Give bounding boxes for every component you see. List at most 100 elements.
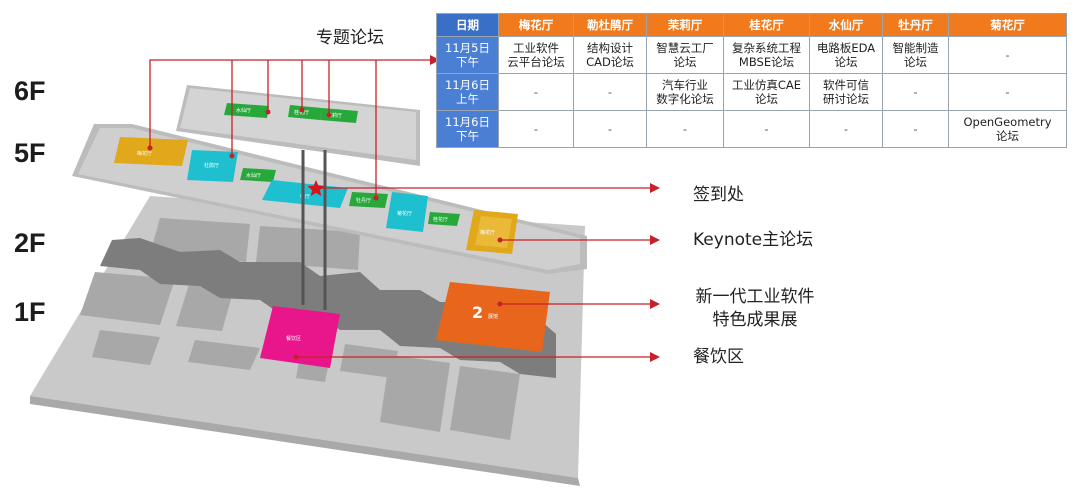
cell-line: 论坛	[996, 129, 1019, 143]
room-mudan	[349, 192, 388, 208]
room-label: 梅花厅	[480, 229, 495, 236]
room-dujuan	[187, 150, 238, 182]
room-label: 茉莉厅	[327, 112, 342, 119]
block	[188, 340, 260, 370]
schedule-cell: -	[498, 73, 574, 111]
floor-label-5f: 5F	[14, 138, 46, 168]
cell-line: MBSE论坛	[738, 55, 795, 69]
dining-area-label: 餐饮区	[286, 335, 301, 342]
connector-lines	[149, 59, 430, 198]
cell-line: 工业软件	[513, 41, 559, 55]
header-hall: 菊花厅	[948, 13, 1067, 37]
block	[340, 344, 398, 378]
date-line: 上午	[456, 92, 479, 106]
expo-label: 新一代工业软件 特色成果展	[693, 286, 817, 332]
cell-line: CAD论坛	[586, 55, 634, 69]
hall-2-number: 2	[472, 303, 483, 322]
block	[80, 272, 175, 325]
schedule-cell: -	[573, 73, 647, 111]
room-guihua	[428, 212, 460, 226]
schedule-cell: -	[723, 110, 810, 148]
schedule-date-cell: 11月5日下午	[436, 36, 499, 74]
checkin-label: 签到处	[693, 185, 744, 205]
date-line: 11月6日	[445, 115, 490, 129]
header-hall: 梅花厅	[498, 13, 574, 37]
schedule-cell: 智慧云工厂论坛	[646, 36, 724, 74]
schedule-cell: 智能制造论坛	[882, 36, 949, 74]
schedule-cell: 汽车行业数字化论坛	[646, 73, 724, 111]
room-juhua	[386, 192, 428, 232]
schedule-cell: -	[882, 110, 949, 148]
forum-schedule-table: 日期 梅花厅 勒杜鹃厅 茉莉厅 桂花厅 水仙厅 牡丹厅 菊花厅 11月5日下午工…	[436, 13, 1067, 148]
cell-line: -	[913, 85, 918, 99]
callout-arrowheads	[293, 183, 660, 362]
cell-line: 结构设计	[587, 41, 633, 55]
cell-line: 复杂系统工程	[732, 41, 801, 55]
special-forums-title: 专题论坛	[316, 28, 384, 48]
cell-line: 汽车行业	[662, 78, 708, 92]
header-hall: 勒杜鹃厅	[573, 13, 647, 37]
schedule-cell: 工业软件云平台论坛	[498, 36, 574, 74]
floor-label-1f: 1F	[14, 297, 46, 327]
cell-line: 研讨论坛	[823, 92, 869, 106]
cell-line: -	[607, 122, 613, 136]
schedule-cell: -	[809, 110, 883, 148]
floor-label-6f: 6F	[14, 76, 46, 106]
cell-line: -	[1005, 48, 1010, 62]
exhibition-hall-2	[436, 282, 550, 352]
cell-line: -	[764, 122, 769, 136]
room-label: 牡丹厅	[356, 197, 371, 204]
room-label: 桂花厅	[294, 109, 309, 116]
main-hall-label: 中厅	[300, 193, 310, 200]
cell-line: 电路板EDA	[816, 41, 876, 55]
cell-line: -	[533, 122, 539, 136]
header-hall: 牡丹厅	[882, 13, 949, 37]
dining-label: 餐饮区	[693, 347, 744, 367]
room-label: 梅花厅	[137, 150, 152, 157]
schedule-date-cell: 11月6日下午	[436, 110, 499, 148]
hall-2-suffix: 展馆	[488, 313, 498, 320]
header-hall: 桂花厅	[723, 13, 810, 37]
floor-1-2-edge	[30, 396, 580, 486]
cell-line: 论坛	[673, 55, 697, 69]
cell-line: 软件可信	[823, 78, 869, 92]
cell-line: 数字化论坛	[656, 92, 714, 106]
cell-line: -	[843, 122, 849, 136]
date-line: 下午	[456, 55, 479, 69]
schedule-cell: -	[646, 110, 724, 148]
callout-arrows	[296, 187, 650, 358]
cell-line: 智能制造	[892, 41, 939, 55]
cell-line: -	[607, 85, 613, 99]
schedule-cell: -	[498, 110, 574, 148]
cell-line: 云平台论坛	[507, 55, 565, 69]
room-meihua	[114, 137, 188, 166]
cell-line: 论坛	[904, 55, 927, 69]
date-line: 11月6日	[445, 78, 490, 92]
date-line: 下午	[456, 129, 479, 143]
corridor	[100, 238, 556, 378]
cell-line: -	[913, 122, 918, 136]
schedule-cell: 软件可信研讨论坛	[809, 73, 883, 111]
cell-line: 智慧云工厂	[656, 41, 714, 55]
cell-line: -	[682, 122, 688, 136]
cell-line: 论坛	[834, 55, 858, 69]
schedule-date-cell: 11月6日上午	[436, 73, 499, 111]
checkin-star-icon	[307, 180, 325, 196]
schedule-cell: -	[573, 110, 647, 148]
block	[380, 355, 450, 432]
block	[450, 366, 520, 440]
header-hall: 茉莉厅	[646, 13, 724, 37]
schedule-header-row: 日期 梅花厅 勒杜鹃厅 茉莉厅 桂花厅 水仙厅 牡丹厅 菊花厅	[436, 13, 1067, 37]
room-label: 菊花厅	[397, 210, 412, 217]
schedule-cell: -	[948, 36, 1067, 74]
floor-label-2f: 2F	[14, 228, 46, 258]
connector-arrowhead	[430, 55, 440, 65]
room-6f-a	[224, 103, 269, 118]
